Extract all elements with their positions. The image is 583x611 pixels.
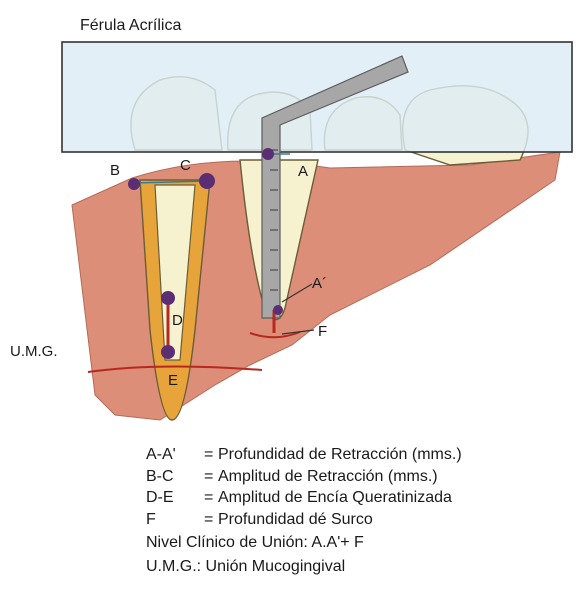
label-f: F xyxy=(318,323,327,340)
legend-text: Profundidad dé Surco xyxy=(218,511,373,528)
marker-e xyxy=(161,345,175,359)
legend-eq: = xyxy=(204,444,218,466)
marker-a xyxy=(262,148,274,160)
legend-eq: = xyxy=(204,487,218,509)
clinical-level-note: Nivel Clínico de Unión: A.A'+ F xyxy=(146,532,462,554)
umg-definition: U.M.G.: Unión Mucogingival xyxy=(146,556,462,578)
legend: A-A'=Profundidad de Retracción (mms.) B-… xyxy=(146,444,462,577)
legend-key: F xyxy=(146,509,204,531)
label-a-prime: A´ xyxy=(312,275,327,292)
legend-text: Amplitud de Encía Queratinizada xyxy=(218,489,452,506)
label-c: C xyxy=(180,157,191,174)
legend-text: Profundidad de Retracción (mms.) xyxy=(218,446,462,463)
legend-row-f: F=Profundidad dé Surco xyxy=(146,509,462,531)
marker-f xyxy=(273,305,283,315)
legend-key: B-C xyxy=(146,466,204,488)
legend-row-d-e: D-E=Amplitud de Encía Queratinizada xyxy=(146,487,462,509)
marker-d xyxy=(161,291,175,305)
diagram-title: Férula Acrílica xyxy=(80,17,181,34)
legend-key: A-A' xyxy=(146,444,204,466)
label-a: A xyxy=(298,163,308,180)
label-b: B xyxy=(110,162,120,179)
label-e: E xyxy=(168,372,178,389)
legend-eq: = xyxy=(204,466,218,488)
marker-b xyxy=(128,178,140,190)
label-d: D xyxy=(172,312,183,329)
legend-text: Amplitud de Retracción (mms.) xyxy=(218,468,438,485)
legend-row-b-c: B-C=Amplitud de Retracción (mms.) xyxy=(146,466,462,488)
legend-eq: = xyxy=(204,509,218,531)
label-umg: U.M.G. xyxy=(10,343,58,360)
legend-row-a-a: A-A'=Profundidad de Retracción (mms.) xyxy=(146,444,462,466)
legend-key: D-E xyxy=(146,487,204,509)
marker-c xyxy=(199,173,215,189)
